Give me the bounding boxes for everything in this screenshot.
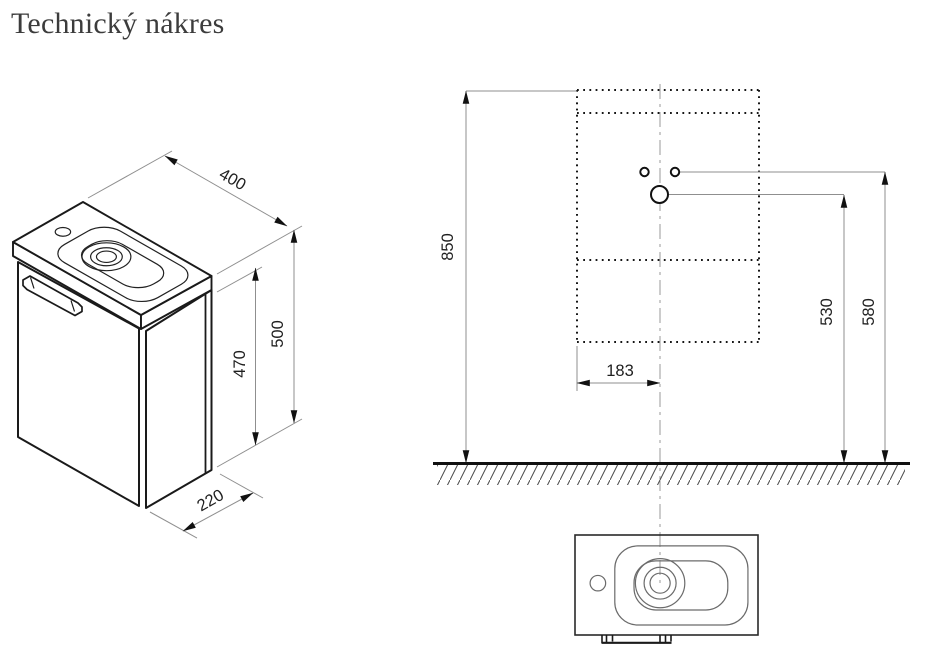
page-title: Technický nákres: [11, 7, 225, 40]
washbasin-slab: [12, 201, 213, 330]
dim-label-width: 400: [216, 165, 249, 194]
dim-label-upper-holes: 580: [860, 298, 878, 326]
washbasin-plan-outline: [589, 545, 749, 626]
drain-hole: [650, 185, 669, 204]
front-elevation-view: 850 580 530 183: [433, 84, 910, 584]
cabinet-dotted-outline: [576, 89, 760, 343]
dim-label-center-offset: 183: [606, 362, 634, 380]
connector-lines: [466, 90, 885, 391]
dim-label-body-height: 470: [231, 350, 249, 378]
cabinet-body: [17, 261, 213, 509]
mounting-hole-left: [639, 166, 650, 178]
isometric-dimensions: [87, 150, 303, 539]
floor-hatching: [437, 465, 905, 485]
isometric-view: 400 500 470 220: [12, 150, 303, 539]
dim-label-total-height: 500: [269, 320, 287, 348]
countertop-outline: [574, 534, 759, 636]
plan-top-view: [574, 534, 759, 644]
dim-label-drain-height: 530: [818, 298, 836, 326]
dim-line-220: [182, 492, 254, 532]
dim-label-depth: 220: [194, 486, 227, 515]
mounting-hole-right: [669, 166, 681, 178]
elevation-dimensions: [462, 90, 889, 464]
dim-label-install-height: 850: [439, 233, 457, 261]
dim-line-400: [164, 155, 288, 227]
wall-mounting-brackets: [601, 635, 672, 644]
door-handle: [22, 275, 83, 317]
